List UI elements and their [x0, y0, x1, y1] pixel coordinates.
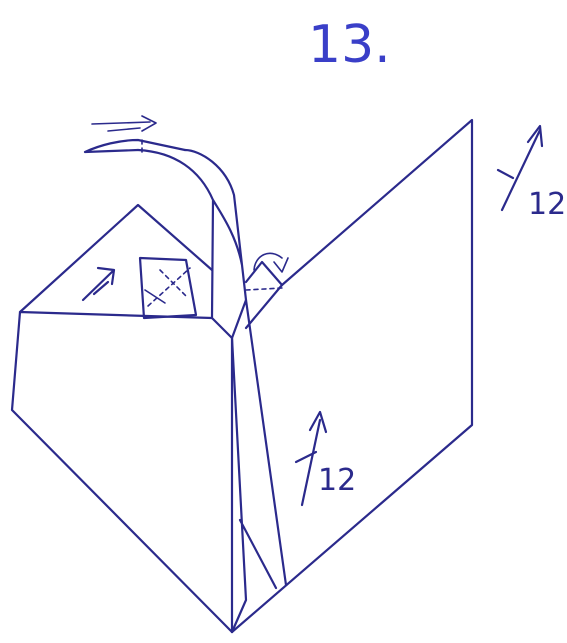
repeat-count-center: 12 [318, 463, 356, 498]
small-square-mark [144, 289, 166, 304]
right-panel-outline [230, 118, 474, 634]
small-square [138, 256, 198, 320]
inner-fold-lines [230, 298, 288, 634]
repeat-arrow-icon [294, 410, 328, 507]
small-square-crease [147, 267, 191, 307]
central-flap [136, 148, 248, 634]
top-flap [83, 138, 187, 154]
fold-over-arrow-icon [81, 266, 116, 302]
curved-fold-arrow-icon [91, 115, 157, 132]
rotate-arrow-icon [253, 252, 289, 273]
repeat-count-top-right: 12 [528, 187, 566, 222]
left-panel-outline [10, 203, 234, 634]
repeat-arrow-icon [496, 124, 544, 212]
step-number: 13. [308, 15, 391, 75]
small-flap [244, 260, 284, 330]
small-flap-crease [245, 287, 283, 291]
